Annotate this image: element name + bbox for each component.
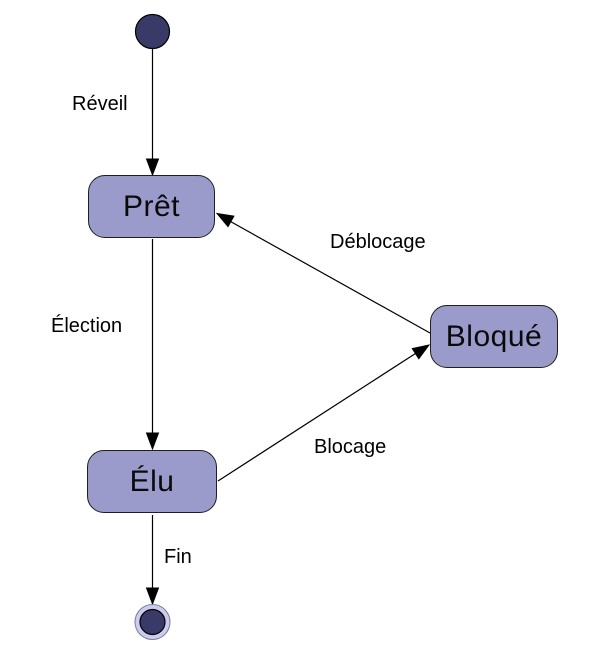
transition-deblocage-line <box>225 218 431 334</box>
state-elu: Élu <box>87 450 217 513</box>
transition-label-election: Élection <box>51 315 123 337</box>
transition-label-blocage: Blocage <box>314 436 387 458</box>
final-state-inner-dot <box>139 608 166 636</box>
state-elu-label: Élu <box>129 464 175 498</box>
state-pret-label: Prêt <box>122 189 181 223</box>
initial-state-node <box>134 13 171 50</box>
transition-fin-arrowhead-icon <box>145 587 160 606</box>
state-bloque: Bloqué <box>430 305 558 368</box>
transition-label-fin: Fin <box>164 546 192 568</box>
transition-label-deblocage: Déblocage <box>330 231 426 253</box>
transition-label-reveil: Réveil <box>72 93 128 115</box>
transition-reveil-arrowhead-icon <box>145 158 160 177</box>
transition-blocage-arrowhead-icon <box>411 344 431 360</box>
transition-blocage-line <box>217 347 425 482</box>
state-pret: Prêt <box>88 175 215 238</box>
state-bloque-label: Bloqué <box>445 319 543 353</box>
transition-deblocage-arrowhead-icon <box>215 212 235 228</box>
transition-election-arrowhead-icon <box>145 432 160 451</box>
